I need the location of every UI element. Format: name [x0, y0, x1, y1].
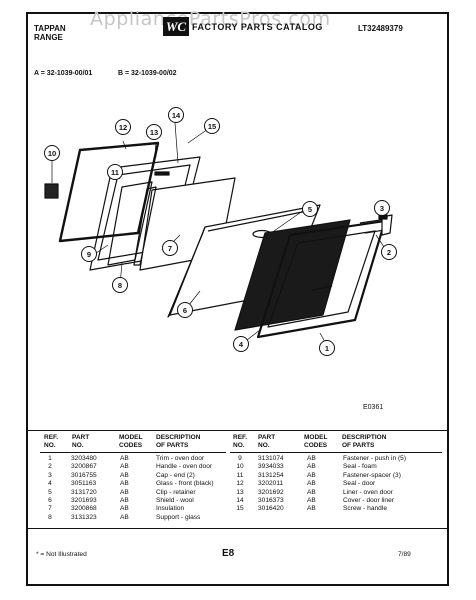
svg-text:5: 5: [308, 205, 312, 214]
svg-text:9: 9: [87, 250, 91, 259]
catalog-date: 7/89: [398, 551, 411, 558]
callout-6: 6: [177, 302, 193, 318]
header-rule-right: [230, 452, 442, 453]
model-b: B = 32-1039-00/02: [118, 70, 177, 77]
callout-11: 11: [107, 164, 123, 180]
callout-4: 4: [233, 336, 249, 352]
svg-text:13: 13: [150, 128, 158, 137]
svg-text:7: 7: [168, 244, 172, 253]
brand-line-2: RANGE: [34, 33, 63, 42]
svg-text:2: 2: [387, 248, 391, 257]
header-rule-left: [40, 452, 226, 453]
callout-14: 14: [168, 107, 184, 123]
col-ref-no-left: REF.NO.: [44, 434, 59, 449]
svg-text:12: 12: [119, 123, 127, 132]
table-bottom-rule: [28, 528, 447, 529]
footnote: * = Not Illustrated: [36, 551, 87, 558]
callout-13: 13: [146, 124, 162, 140]
front-glass-shape: [234, 219, 351, 331]
brand-block: TAPPAN RANGE: [34, 24, 66, 42]
model-a: A = 32-1039-00/01: [34, 70, 93, 77]
callout-9: 9: [81, 246, 97, 262]
callout-12: 12: [115, 119, 131, 135]
callout-3: 3: [374, 200, 390, 216]
svg-text:4: 4: [239, 340, 244, 349]
door-trim-shape: [256, 219, 387, 339]
door-seal-shape: [58, 141, 160, 243]
callout-10: 10: [44, 145, 60, 161]
diagram-code: E0361: [363, 404, 384, 411]
callout-8: 8: [112, 277, 128, 293]
table-top-rule: [28, 430, 447, 431]
svg-text:10: 10: [48, 149, 56, 158]
svg-text:8: 8: [118, 281, 122, 290]
foam-seal-shape: [44, 183, 59, 199]
wc-logo: WC: [163, 17, 189, 36]
callout-1: 1: [319, 340, 335, 356]
page-border: [26, 12, 449, 586]
svg-text:1: 1: [325, 344, 329, 353]
catalog-number: LT32489379: [358, 24, 403, 33]
callout-5: 5: [302, 201, 318, 217]
col-ref-no-right: REF.NO.: [233, 434, 248, 449]
callout-2: 2: [381, 244, 397, 260]
svg-text:11: 11: [111, 168, 119, 177]
svg-text:3: 3: [380, 204, 384, 213]
watermark: AppliancePartsPros.com: [90, 8, 331, 30]
svg-text:15: 15: [208, 122, 216, 131]
callout-15: 15: [204, 118, 220, 134]
exploded-diagram: 10 12 13 14 15 11 9 8 7 5 6 4 3 2 1: [44, 107, 397, 356]
page-number: E8: [222, 548, 235, 559]
svg-text:6: 6: [183, 306, 187, 315]
svg-text:14: 14: [172, 111, 181, 120]
brand-line-1: TAPPAN: [34, 24, 66, 33]
callout-7: 7: [162, 240, 178, 256]
catalog-title: FACTORY PARTS CATALOG: [192, 22, 323, 32]
